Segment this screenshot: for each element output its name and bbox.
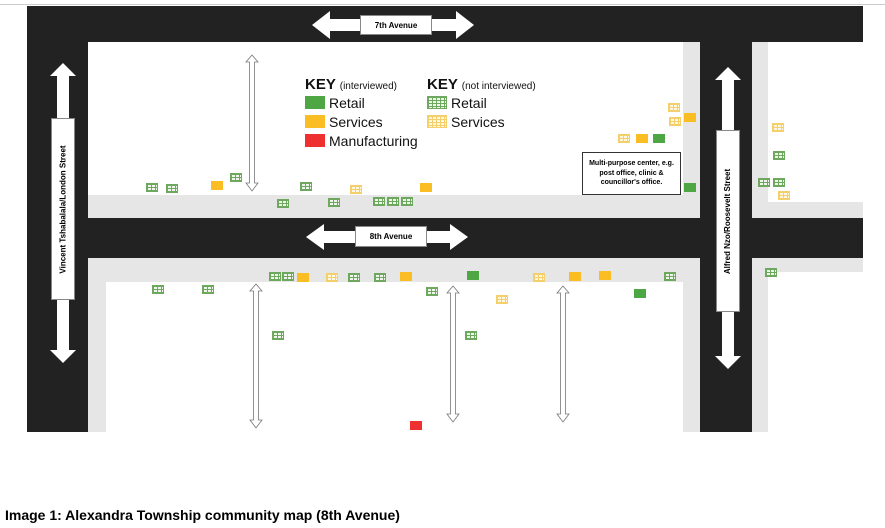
double-arrow-icon [556,285,570,423]
retail-not-interviewed-marker [664,272,676,281]
key-title: KEY [427,76,458,93]
retail-not-interviewed-marker [765,268,777,277]
retail-not-interviewed-marker [300,182,312,191]
retail-not-interviewed-marker [166,184,178,193]
services-not-interviewed-marker [772,123,784,132]
retail-not-interviewed-marker [373,197,385,206]
retail-not-interviewed-marker [374,273,386,282]
key-item-retail: Retail [305,93,418,112]
services-not-interviewed-marker [326,273,338,282]
services-not-interviewed-marker [618,134,630,143]
retail-not-interviewed-marker [277,199,289,208]
retail-hatched-swatch-icon [427,96,447,109]
manufacturing-interviewed-marker [410,421,422,430]
services-interviewed-marker [569,272,581,281]
services-interviewed-marker [420,183,432,192]
retail-interviewed-marker [653,134,665,143]
retail-not-interviewed-marker [348,273,360,282]
services-interviewed-marker [684,113,696,122]
key-item-services: Services [305,112,418,131]
double-arrow-icon [446,285,460,423]
retail-not-interviewed-marker [426,287,438,296]
page-top-border [0,4,885,5]
double-arrow-icon [249,283,263,429]
retail-not-interviewed-marker [758,178,770,187]
retail-not-interviewed-marker [146,183,158,192]
retail-not-interviewed-marker [401,197,413,206]
key-label: Manufacturing [329,132,418,149]
retail-not-interviewed-marker [282,272,294,281]
services-not-interviewed-marker [668,103,680,112]
services-interviewed-marker [211,181,223,190]
services-not-interviewed-marker [669,117,681,126]
services-interviewed-marker [599,271,611,280]
figure-caption: Image 1: Alexandra Township community ma… [5,507,400,523]
retail-not-interviewed-marker [230,173,242,182]
retail-not-interviewed-marker [465,331,477,340]
key-subtitle: (interviewed) [339,81,397,92]
services-interviewed-marker [400,272,412,281]
retail-swatch-icon [305,96,325,109]
8th-avenue-label: 8th Avenue [355,226,427,247]
services-swatch-icon [305,115,325,128]
retail-interviewed-marker [467,271,479,280]
retail-not-interviewed-marker [773,151,785,160]
community-map: 7th Avenue 8th Avenue Vincent Tshabalala… [27,6,863,432]
block-southeast-interior [768,272,863,432]
key-subtitle: (not interviewed) [461,81,536,92]
retail-not-interviewed-marker [269,272,281,281]
key-label: Services [329,113,383,130]
key-item-manufacturing: Manufacturing [305,131,418,150]
retail-interviewed-marker [634,289,646,298]
7th-avenue-label: 7th Avenue [360,15,432,35]
services-hatched-swatch-icon [427,115,447,128]
services-not-interviewed-marker [533,273,545,282]
key-interviewed: KEY (interviewed) Retail Services Manufa… [305,76,418,150]
services-interviewed-marker [636,134,648,143]
multipurpose-center-label: Multi-purpose center, e.g. post office, … [582,152,681,195]
key-label: Retail [329,94,365,111]
services-not-interviewed-marker [350,185,362,194]
vincent-street-label: Vincent Tshabalala/London Street [58,144,68,274]
block-south-interior [106,282,683,432]
block-northeast-interior [768,42,863,202]
key-item-services-hatched: Services [427,112,536,131]
services-not-interviewed-marker [778,191,790,200]
retail-not-interviewed-marker [773,178,785,187]
key-title: KEY [305,76,336,93]
alfred-nzo-street-label-box: Alfred Nzo/Roosevelt Street [716,130,740,312]
key-not-interviewed: KEY (not interviewed) Retail Services [427,76,536,131]
manufacturing-swatch-icon [305,134,325,147]
retail-not-interviewed-marker [152,285,164,294]
retail-not-interviewed-marker [328,198,340,207]
services-not-interviewed-marker [496,295,508,304]
double-arrow-icon [245,54,259,192]
retail-not-interviewed-marker [202,285,214,294]
key-item-retail-hatched: Retail [427,93,536,112]
retail-interviewed-marker [684,183,696,192]
retail-not-interviewed-marker [387,197,399,206]
services-interviewed-marker [297,273,309,282]
key-label: Retail [451,94,487,111]
retail-not-interviewed-marker [272,331,284,340]
key-label: Services [451,113,505,130]
vincent-street-label-box: Vincent Tshabalala/London Street [51,118,75,300]
alfred-nzo-street-label: Alfred Nzo/Roosevelt Street [723,168,733,274]
